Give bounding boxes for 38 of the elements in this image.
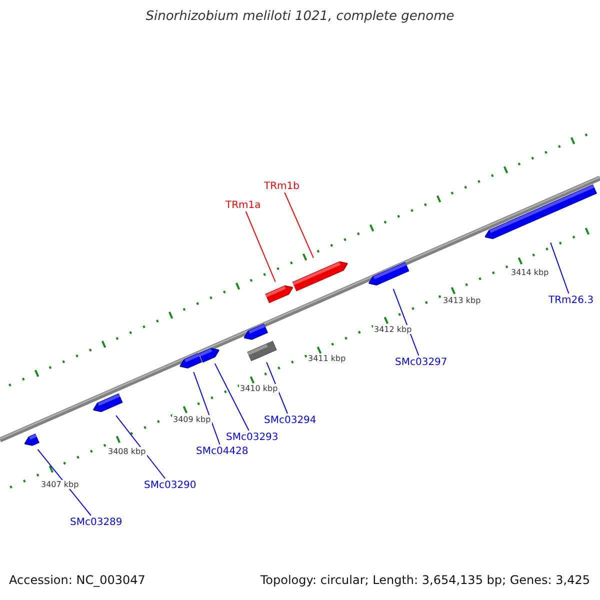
gene-feature	[366, 262, 410, 288]
gene-label: SMc03297	[395, 356, 448, 368]
tick-label: 3409 kbp	[172, 414, 212, 424]
tick-label: 3407 kbp	[40, 480, 80, 488]
leader-line	[37, 448, 92, 516]
gene-feature	[483, 184, 597, 242]
tick-label: 3410 kbp	[239, 384, 279, 392]
gene-label: SMc03289	[70, 516, 122, 528]
gene-label: TRm1a	[226, 200, 261, 210]
tick-label: 3408 kbp	[107, 446, 147, 456]
gene-feature	[242, 324, 268, 342]
gene-feature	[91, 393, 123, 415]
gene-label: SMc04428	[196, 446, 248, 456]
gene-label: SMc03290	[144, 480, 196, 490]
leader-line	[116, 415, 166, 479]
tick-label: 3411 kbp	[307, 354, 347, 362]
gene-feature	[292, 258, 350, 292]
gene-label: TRm26.3	[548, 294, 594, 306]
gene-feature	[265, 282, 295, 304]
tick-label: 3413 kbp	[442, 296, 482, 304]
gene-feature	[198, 345, 222, 363]
leader-line	[392, 288, 420, 356]
gene-label: SMc03293	[226, 432, 278, 442]
gene-label: TRm1b	[264, 180, 300, 192]
leader-line	[245, 211, 276, 282]
title: Sinorhizobium meliloti 1021, complete genome	[144, 9, 456, 24]
tick-label: 3412 kbp	[373, 324, 413, 334]
leader-line	[214, 363, 250, 431]
leader-line	[193, 371, 220, 445]
gene-feature	[178, 353, 202, 371]
leader-line	[284, 192, 314, 258]
genome-summary: Topology: circular; Length: 3,654,135 bp; Genes: 3,425	[260, 573, 590, 587]
gene-label: SMc03294	[264, 414, 316, 426]
accession-note: Accession: NC_003047	[9, 573, 146, 587]
gene-feature	[22, 434, 40, 448]
gene-feature	[247, 340, 277, 362]
leader-line	[550, 242, 570, 294]
tick-label: 3414 kbp	[510, 268, 550, 276]
